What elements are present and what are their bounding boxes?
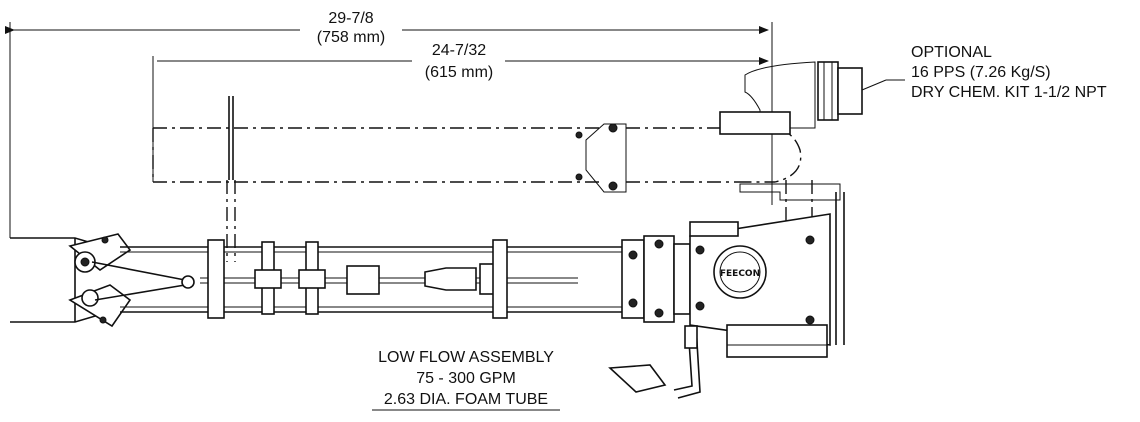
optional-note-line2: 16 PPS (7.26 Kg/S) bbox=[911, 64, 1051, 81]
optional-kit-note: OPTIONAL 16 PPS (7.26 Kg/S) DRY CHEM. KI… bbox=[861, 44, 1107, 101]
optional-leader bbox=[861, 79, 887, 91]
optional-note-line1: OPTIONAL bbox=[911, 44, 992, 61]
rod-weight bbox=[346, 265, 380, 295]
rod-nut bbox=[479, 263, 495, 295]
feecon-badge bbox=[713, 245, 767, 299]
rod-coupler bbox=[424, 267, 477, 291]
foam-tube-assembly bbox=[10, 233, 691, 328]
overall-dimension: 29-7/8 (758 mm) bbox=[5, 10, 773, 238]
clamp-ring-4 bbox=[492, 239, 508, 319]
assembly-note-line1: LOW FLOW ASSEMBLY bbox=[378, 349, 554, 366]
assembly-note: LOW FLOW ASSEMBLY 75 - 300 GPM 2.63 DIA.… bbox=[372, 349, 560, 411]
phantom-tube-raised bbox=[152, 61, 863, 262]
tube-dim-mm: (615 mm) bbox=[425, 64, 493, 81]
dry-chem-coupling bbox=[817, 61, 839, 121]
assembly-note-line2: 75 - 300 GPM bbox=[416, 370, 516, 387]
pivot-lower-icon bbox=[81, 289, 99, 307]
clamp-ring-1 bbox=[207, 239, 225, 319]
monitor-base bbox=[726, 324, 828, 358]
dry-chem-cap bbox=[837, 67, 863, 115]
nozzle-bracket-bottom bbox=[10, 313, 103, 323]
handle-grip bbox=[608, 364, 667, 393]
phantom-coupling bbox=[719, 111, 791, 135]
assembly-note-line3: 2.63 DIA. FOAM TUBE bbox=[384, 391, 548, 408]
mating-flange bbox=[643, 235, 675, 323]
optional-note-line3: DRY CHEM. KIT 1-1/2 NPT bbox=[911, 84, 1107, 101]
tube-dim-inches: 24-7/32 bbox=[432, 42, 486, 59]
monitor-body: FEECON bbox=[608, 213, 831, 399]
overall-dim-inches: 29-7/8 bbox=[328, 10, 373, 27]
feecon-logo: FEECON bbox=[720, 269, 760, 279]
tube-dimension: 24-7/32 (615 mm) bbox=[152, 42, 769, 182]
phantom-flange bbox=[585, 123, 627, 193]
overall-dim-mm: (758 mm) bbox=[317, 29, 385, 46]
